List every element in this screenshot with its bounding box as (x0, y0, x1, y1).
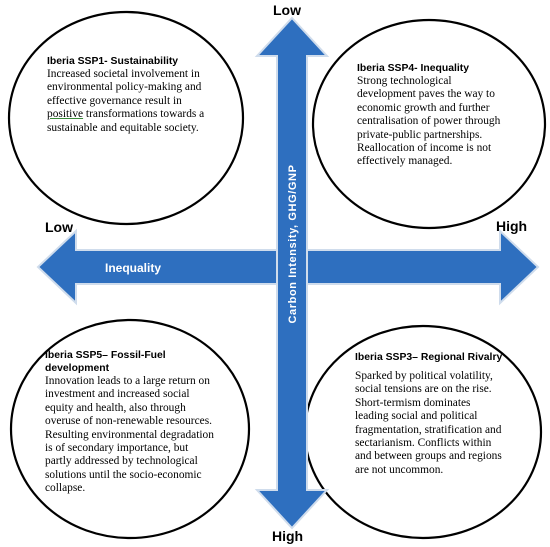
scenario-circle-ssp1 (7, 10, 245, 226)
scenario-ssp4-body: Strong technological development paves t… (357, 75, 501, 168)
scenario-ssp5-body: Innovation leads to a large return on in… (45, 375, 214, 495)
scenario-ssp3-title: Iberia SSP3– Regional Rivalry (355, 352, 503, 363)
scenario-circle-ssp4 (311, 18, 547, 230)
horizontal-axis-label: Inequality (105, 261, 161, 275)
scenario-ssp1: Iberia SSP1- Sustainability Increased so… (47, 55, 205, 135)
horizontal-axis-left-label: Low (45, 219, 73, 235)
vertical-axis-label: Carbon Intensity, GHG/GNP (287, 164, 299, 323)
scenario-ssp3-body: Sparked by political volatility, social … (355, 370, 502, 476)
scenario-ssp5: Iberia SSP5– Fossil-Fuel development Inn… (45, 349, 217, 496)
scenario-ssp4: Iberia SSP4- Inequality Strong technolog… (357, 62, 502, 169)
scenario-circle-ssp5 (9, 318, 251, 540)
vertical-axis-bottom-label: High (272, 528, 304, 544)
scenario-ssp5-title: Iberia SSP5– Fossil-Fuel development (45, 350, 166, 374)
scenario-ssp4-title: Iberia SSP4- Inequality (357, 63, 470, 74)
scenario-ssp3: Iberia SSP3– Regional Rivalry Sparked by… (355, 351, 505, 477)
scenario-ssp1-body-underlined: positive (47, 108, 84, 121)
vertical-axis-top-label: Low (273, 2, 301, 18)
scenario-ssp1-body: Increased societal involvement in enviro… (47, 68, 205, 135)
horizontal-axis-right-label: High (496, 218, 528, 234)
scenario-ssp1-body-end: transformations towards a sustainable an… (47, 108, 205, 134)
carbon-intensity-axis-arrow (254, 16, 330, 530)
scenario-ssp1-title: Iberia SSP1- Sustainability (47, 56, 179, 67)
scenario-ssp1-body-start: Increased societal involvement in enviro… (47, 68, 202, 107)
